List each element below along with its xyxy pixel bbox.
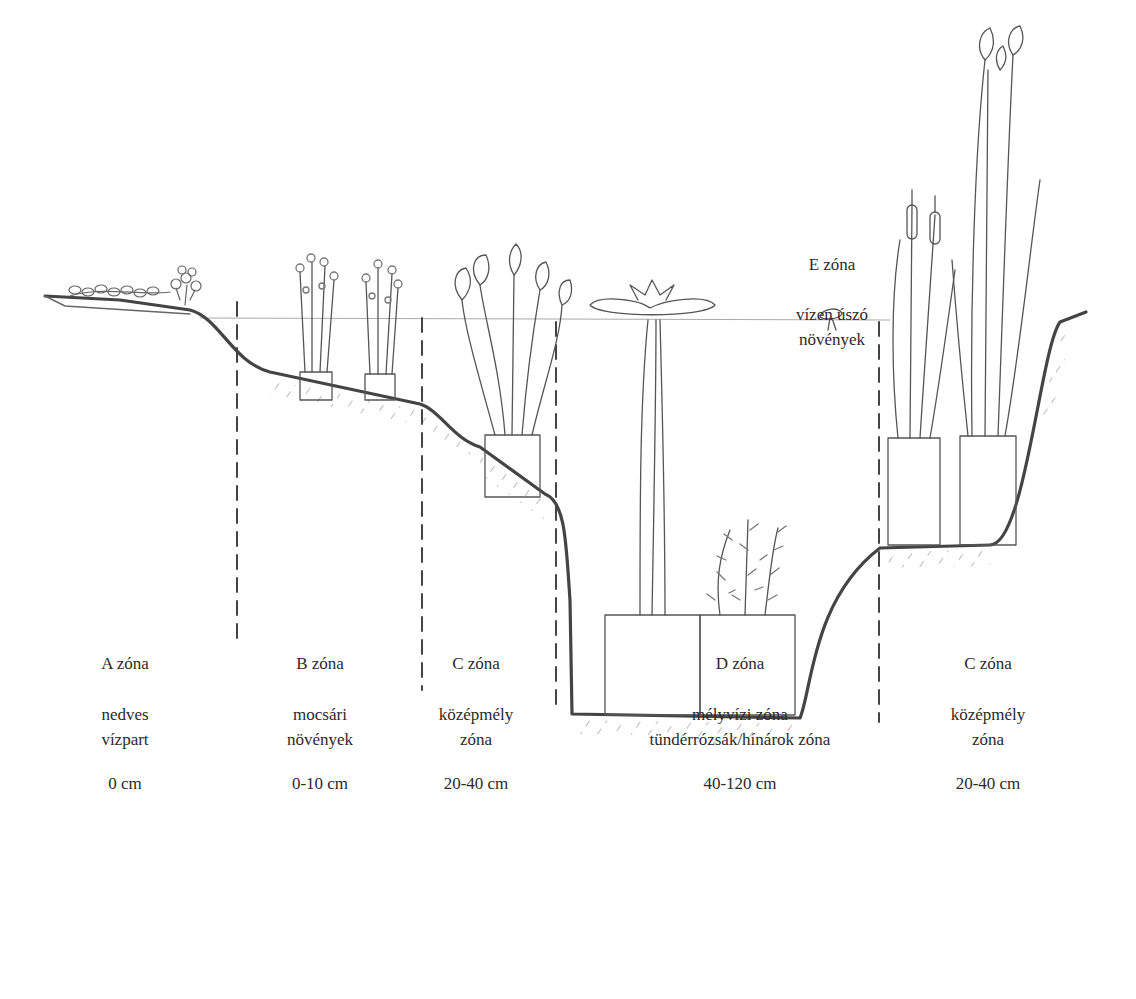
zone-description: középmély zóna <box>431 703 521 752</box>
zone-dividers <box>237 302 879 722</box>
zone-name: A zóna <box>101 652 149 677</box>
zone-depth: 20-40 cm <box>956 772 1021 797</box>
zone-name: E zóna <box>809 253 856 278</box>
zone-description: mocsári növények <box>275 703 365 752</box>
mid-depth-plants <box>455 244 572 497</box>
zone-depth: 0-10 cm <box>292 772 348 797</box>
zone-depth: 40-120 cm <box>703 772 776 797</box>
pond-profile <box>45 296 1086 718</box>
reed-plants <box>888 26 1040 545</box>
marsh-plants <box>296 254 402 400</box>
zone-name: C zóna <box>452 652 500 677</box>
zone-depth: 20-40 cm <box>444 772 509 797</box>
zone-description: vízen úszó növények <box>777 303 887 352</box>
zone-name: C zóna <box>964 652 1012 677</box>
zone-depth: 0 cm <box>108 772 142 797</box>
zone-description: középmély zóna <box>943 703 1033 752</box>
bank-plants <box>69 266 201 305</box>
zone-name: D zóna <box>716 652 765 677</box>
zone-description: mélyvízi zóna tündérrózsák/hínárok zóna <box>633 703 848 752</box>
zone-name: B zóna <box>296 652 344 677</box>
zone-description: nedves vízpart <box>85 703 165 752</box>
water-surface <box>200 318 890 320</box>
